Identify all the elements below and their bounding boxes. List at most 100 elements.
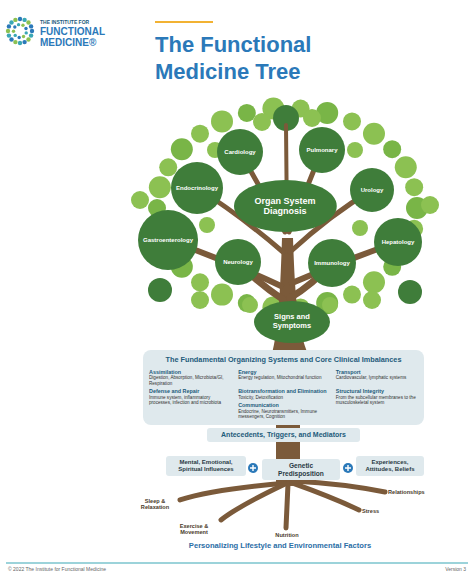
plus-mark [345,465,351,471]
system-cell: AssimilationDigestion, Absorption, Micro… [148,369,232,386]
leaf [211,284,233,306]
logo-dot [22,18,26,22]
trunk-branches [168,125,398,354]
system-cell: Defense and RepairImmune system, inflamm… [148,388,232,419]
node-heading: Transport [336,369,418,375]
leaf [253,113,271,131]
leaf [347,142,363,158]
leaf [352,220,368,236]
system-cell: EnergyEnergy regulation, Mitochondrial f… [237,369,330,386]
factor-box: Mental, Emotional, Spiritual Influences [166,456,246,476]
root [221,484,285,520]
system-cell: Structural IntegrityFrom the subcellular… [335,388,419,419]
node-heading: Communication [238,402,329,408]
leaf [343,112,361,130]
logo-dot [7,24,11,28]
node-heading: Defense and Repair [149,388,231,394]
logo-dot [21,24,24,27]
specialty-circle: Hepatology [374,218,422,266]
root-label: Stress [362,508,379,514]
node-fill [350,168,394,212]
leaf [131,191,149,209]
node-fill [215,239,261,285]
node-heading: Biotransformation and Elimination [238,388,329,394]
leaf [148,278,172,302]
leaf [191,273,209,291]
node-heading: Endocrinology [176,185,218,191]
leaf [211,110,233,132]
specialty-circle: Urology [350,168,394,212]
leaf [303,109,321,127]
root [286,484,288,528]
node-fill [217,129,263,175]
root [294,481,385,492]
node-fill [171,162,223,214]
leaf [405,178,423,196]
logo-dot [25,31,28,34]
node-heading: Genetic Predisposition [266,462,336,477]
node-fill [308,239,356,287]
node-heading: Energy [238,369,329,375]
leaf [322,297,338,313]
node-heading: Assimilation [149,369,231,375]
root-label: Sleep & Relaxation [133,498,177,511]
node-heading: Immunology [314,260,350,266]
footer-rule [6,562,468,563]
root-label: Nutrition [266,532,308,538]
node-body: From the subcellular membranes to the mu… [336,395,418,406]
node-heading: Hepatology [382,239,415,245]
leaf [242,297,258,313]
leaf [363,271,385,293]
leaf [171,138,193,160]
logo-dot [6,29,10,33]
accent-line [155,21,213,23]
specialty-circle: Immunology [308,239,356,287]
node-heading: Signs and Symptoms [266,313,318,330]
logo-dot [13,18,17,22]
leaf [421,196,439,214]
node-heading: The Fundamental Organizing Systems and C… [148,355,419,364]
specialty-circle: Neurology [215,239,261,285]
logo-dot [9,37,13,41]
footer-heading: Personalizing Lifestyle and Environmenta… [125,542,435,551]
logo-dot [17,36,20,39]
logo-text: THE INSTITUTE FOR [40,20,89,26]
specialty-circle: Gastroenterology [138,210,198,270]
logo-text: FUNCTIONAL [40,26,105,38]
system-cell: CommunicationEndocrine, Neurotransmitter… [237,402,330,419]
logo-icon [6,17,34,45]
node-body: Energy regulation, Mitochondrial functio… [238,375,329,381]
node-heading: Urology [361,187,384,193]
node-heading: Mental, Emotional, Spiritual Influences [170,459,242,473]
node-fill [299,127,345,173]
systems-panel: The Fundamental Organizing Systems and C… [143,350,424,425]
root-label: Exercise & Movement [170,523,218,536]
node-heading: Structural Integrity [336,388,418,394]
plus-mark [250,465,256,471]
logo-dot [7,33,11,37]
tree-oval: Signs and Symptoms [254,301,330,343]
logo-dot [18,41,22,45]
node-heading: Organ System Diagnosis [248,196,322,217]
leaf [159,158,177,176]
logo-dot [13,25,16,28]
logo-dot [26,37,30,41]
leaf [363,291,381,309]
node-body: Toxicity, Detoxification [238,395,329,401]
page-title: The Functional Medicine Tree [155,31,365,85]
node-heading: Experiences, Attitudes, Beliefs [360,459,420,473]
node-body: Immune system, inflammatory processes, i… [149,395,231,406]
logo-dot [12,30,15,33]
leaf [343,286,361,304]
node-heading: Neurology [223,259,253,265]
logo-dot [14,34,17,37]
factor-box: Antecedents, Triggers, and Mediators [207,428,360,442]
logo-dot [29,24,33,28]
logo-dot [29,33,33,37]
leaf [383,140,401,158]
logo-dot [18,17,22,21]
tree-oval: Organ System Diagnosis [234,180,337,232]
leaf [191,125,209,143]
